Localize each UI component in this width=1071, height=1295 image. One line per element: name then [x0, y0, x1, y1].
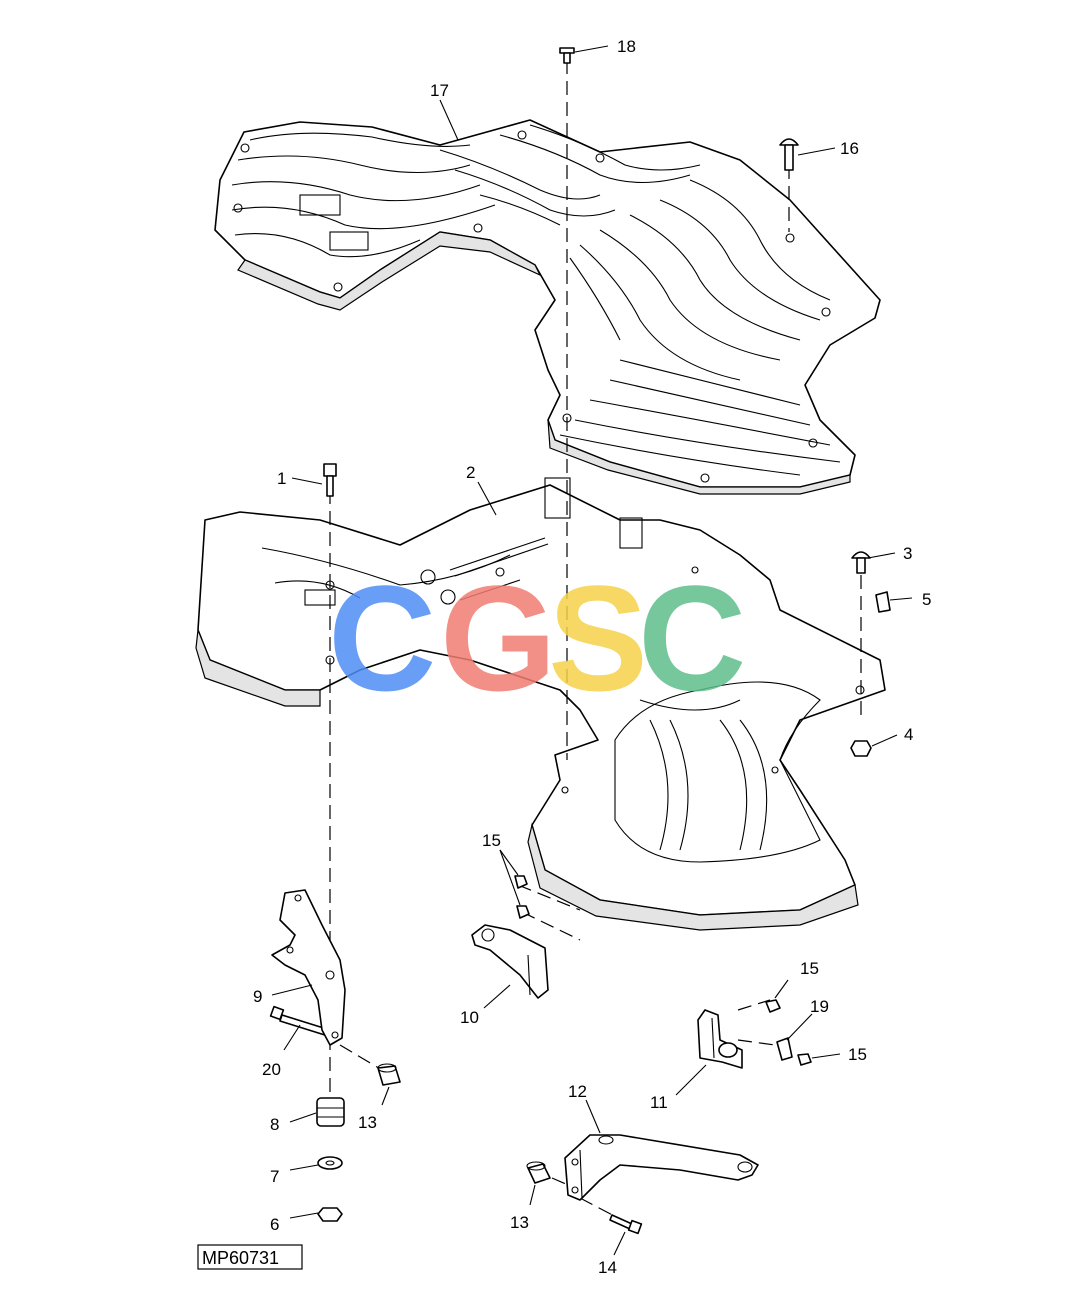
callout-1: 1: [277, 469, 286, 488]
callout-10: 10: [460, 1008, 479, 1027]
callout-11: 11: [650, 1093, 668, 1112]
fastener-1-bolt: [323, 463, 337, 497]
callout-15-upper: 15: [482, 831, 501, 850]
watermark-letter-4: C: [638, 554, 746, 722]
callout-13-right: 13: [510, 1213, 529, 1232]
watermark-letter-1: C: [328, 554, 436, 722]
callout-14: 14: [598, 1258, 617, 1277]
callout-13-left: 13: [358, 1113, 377, 1132]
callout-12: 12: [568, 1082, 587, 1101]
fastener-19-clip: [776, 1037, 793, 1061]
fastener-16-carriage-bolt: [779, 138, 799, 171]
fastener-3-carriage-bolt: [851, 551, 871, 574]
spacer-13-right: [526, 1161, 551, 1184]
watermark-letter-2: G: [440, 554, 557, 722]
callout-6: 6: [270, 1215, 279, 1234]
bracket-9: [271, 889, 346, 1046]
fastener-15-bolt-right-b: [797, 1053, 812, 1066]
callout-3: 3: [903, 544, 912, 563]
callout-17: 17: [430, 81, 449, 100]
callout-15-right-b: 15: [848, 1045, 867, 1064]
watermark-letter-3: S: [548, 554, 648, 722]
bolt-20: [269, 1005, 331, 1037]
fastener-15-bolt-right-a: [765, 999, 781, 1013]
callout-labels: 18 17 16 1 2 3 5 4 15 9 10 15 19 15 11 2…: [253, 37, 931, 1277]
fastener-5-clip: [875, 591, 891, 613]
figure-code-box: MP60731: [197, 1244, 303, 1270]
callout-7: 7: [270, 1167, 279, 1186]
washer-7: [317, 1156, 343, 1170]
fastener-4-nut: [850, 740, 872, 757]
watermark-cgsc: C G S C: [328, 554, 746, 722]
callout-18: 18: [617, 37, 636, 56]
nut-6: [317, 1207, 343, 1222]
callout-16: 16: [840, 139, 859, 158]
callout-9: 9: [253, 987, 262, 1006]
leader-lines: [271, 45, 913, 1256]
isolator-8: [316, 1097, 345, 1127]
callout-15-right-a: 15: [800, 959, 819, 978]
callout-19: 19: [810, 997, 829, 1016]
callout-8: 8: [270, 1115, 279, 1134]
spacer-13-left: [377, 1063, 401, 1086]
callout-4: 4: [904, 725, 913, 744]
bracket-10: [471, 924, 549, 999]
bracket-11: [697, 1009, 743, 1069]
callout-20: 20: [262, 1060, 281, 1079]
callout-5: 5: [922, 590, 931, 609]
fastener-15-bolts-upper: [514, 875, 530, 919]
bolt-14: [609, 1214, 643, 1235]
fastener-18-carriage-bolt: [559, 47, 575, 64]
figure-code: MP60731: [202, 1248, 279, 1268]
callout-2: 2: [466, 463, 475, 482]
floor-mat-part-17: [214, 119, 881, 495]
bracket-12: [564, 1134, 759, 1201]
foot-platform-part-2: [195, 477, 886, 931]
